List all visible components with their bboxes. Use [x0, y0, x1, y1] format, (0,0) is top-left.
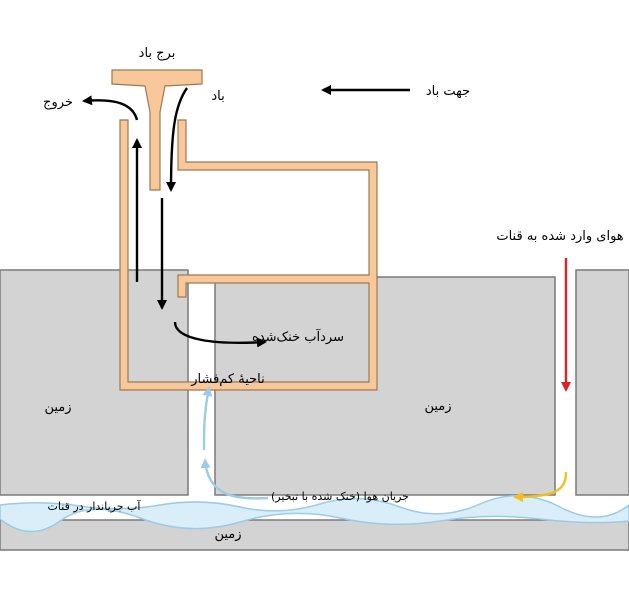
label-qanat-water: آب جریاندار در قنات	[48, 499, 142, 513]
label-air-flow: جریان هوا (خنک شده با تبخیر)	[271, 490, 409, 503]
exit-arrow	[82, 95, 139, 121]
label-ground-bottom: زمین	[214, 527, 241, 542]
label-low-pressure-zone: ناحیهٔ کم‌فشار	[190, 372, 265, 387]
wind-inlet-arrow	[166, 87, 188, 192]
qanat-water	[0, 495, 629, 533]
label-wind: باد	[211, 89, 224, 104]
label-ground-middle: زمین	[424, 399, 451, 414]
blue-flow-arrow-lower	[200, 458, 269, 500]
label-wind-direction: جهت باد	[426, 84, 470, 99]
ground-bottom-block	[0, 519, 629, 551]
blue-flow-arrow-upper	[202, 386, 213, 451]
ground-right-block	[575, 269, 629, 496]
label-cooled-basement: سردآب خنک‌شده	[252, 328, 344, 345]
wind-tower-top	[111, 69, 203, 191]
cooled-flow-arrow	[173, 321, 267, 348]
building-structure	[119, 119, 378, 391]
yellow-flow-arrow	[513, 471, 568, 502]
label-ground-left: زمین	[44, 400, 71, 415]
label-inlet-air: هوای وارد شده به قنات	[496, 229, 623, 244]
label-exit: خروج	[43, 95, 73, 110]
label-wind-tower: برج باد	[139, 46, 176, 61]
